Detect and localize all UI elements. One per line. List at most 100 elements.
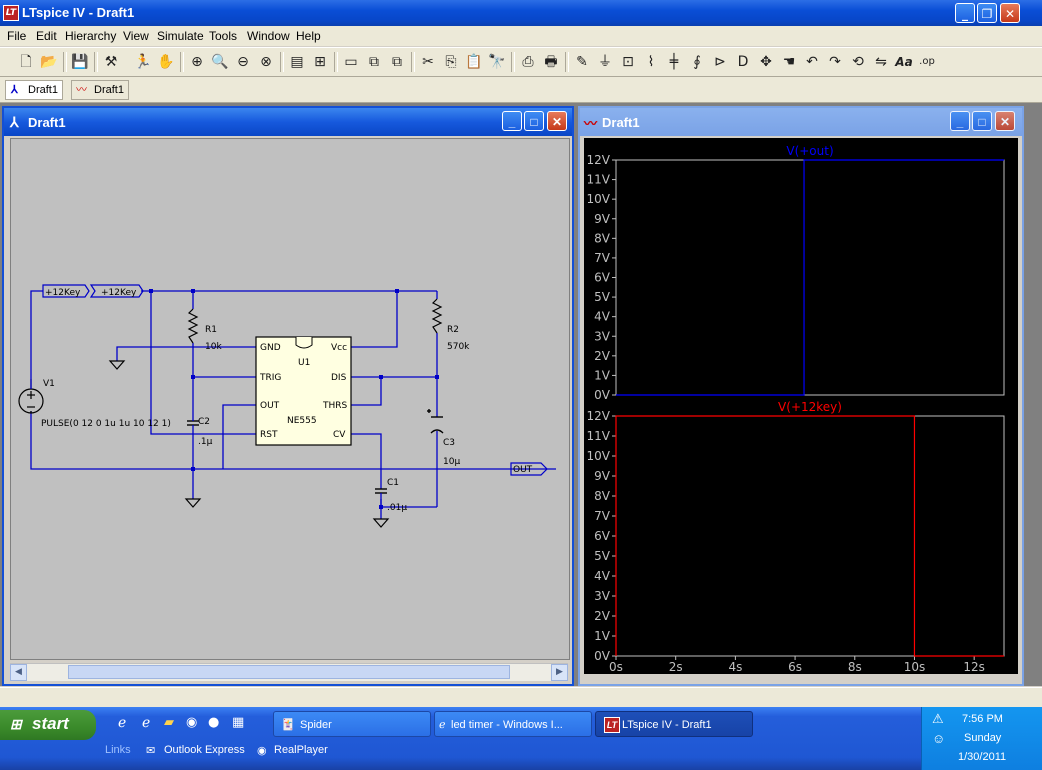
resistor-icon[interactable]: ⌇: [647, 54, 655, 70]
r2-value[interactable]: 570k: [447, 342, 470, 352]
scroll-left-icon[interactable]: ◀: [10, 664, 27, 681]
zoom-in-icon[interactable]: 🔍: [211, 54, 229, 70]
print-icon[interactable]: 🖶: [544, 54, 558, 70]
c3-value[interactable]: 10µ: [443, 457, 460, 467]
scroll-thumb[interactable]: [68, 665, 510, 679]
menu-tools[interactable]: Tools: [209, 29, 238, 43]
menu-edit[interactable]: Edit: [36, 29, 57, 43]
text-icon[interactable]: Aa: [895, 55, 913, 69]
drag-icon[interactable]: ☚: [782, 54, 796, 70]
y-tick-label: 4V: [594, 569, 611, 583]
menu-help[interactable]: Help: [296, 29, 321, 43]
inductor-icon[interactable]: ∮: [693, 54, 701, 70]
maximize-button[interactable]: □: [972, 111, 992, 131]
r1-value[interactable]: 10k: [205, 342, 222, 352]
menu-simulate[interactable]: Simulate: [157, 29, 204, 43]
close-button[interactable]: ✕: [547, 111, 567, 131]
minimize-button[interactable]: _: [502, 111, 522, 131]
diode-icon[interactable]: ⊳: [714, 54, 726, 70]
close-button[interactable]: ✕: [1000, 3, 1020, 23]
taskbar-button-led-timer[interactable]: ℯ led timer - Windows I...: [434, 711, 592, 737]
menu-view[interactable]: View: [123, 29, 149, 43]
c1-value[interactable]: .01µ: [387, 503, 407, 513]
menu-window[interactable]: Window: [247, 29, 290, 43]
ie-alt-icon[interactable]: ℯ: [142, 715, 151, 731]
close-button[interactable]: ✕: [995, 111, 1015, 131]
wire-icon[interactable]: ✎: [576, 54, 588, 70]
capacitor-c3[interactable]: [427, 409, 444, 434]
schematic-canvas[interactable]: +12Key +12Key OUT V1 PULSE(0 12 0 1u 1u …: [10, 138, 570, 660]
ie-icon[interactable]: ℯ: [118, 715, 127, 731]
waveform-window-title-bar[interactable]: 〰 Draft1 _ □ ✕: [580, 108, 1022, 136]
control-panel-icon[interactable]: ⚒: [104, 54, 118, 70]
mirror-icon[interactable]: ⇋: [875, 54, 887, 70]
zoom-fit-icon[interactable]: ⊗: [260, 54, 272, 70]
realplayer-icon[interactable]: ◉: [257, 745, 267, 757]
zoom-out-icon[interactable]: ⊖: [237, 54, 249, 70]
media-player-icon[interactable]: ◉: [186, 715, 198, 730]
real-icon[interactable]: ●: [208, 715, 220, 730]
ground-icon[interactable]: ⏚: [598, 54, 612, 70]
print-preview-icon[interactable]: ⎙: [522, 54, 534, 70]
maximize-button[interactable]: □: [524, 111, 544, 131]
cut-icon[interactable]: ✂: [422, 54, 434, 70]
autorange-icon[interactable]: ▤: [290, 54, 304, 70]
schematic-horizontal-scrollbar[interactable]: ◀ ▶: [10, 663, 568, 681]
taskbar-button-ltspice[interactable]: LT LTspice IV - Draft1: [595, 711, 753, 737]
net-label-12key[interactable]: +12Key: [45, 288, 81, 298]
resistor-r1[interactable]: [187, 308, 199, 344]
zoom-area-icon[interactable]: ⊕: [191, 54, 203, 70]
v1-value[interactable]: PULSE(0 12 0 1u 1u 10 12 1): [41, 419, 171, 429]
rotate-icon[interactable]: ⟲: [852, 54, 864, 70]
schematic-window-title-bar[interactable]: ⅄ Draft1 _ □ ✕: [4, 108, 572, 136]
tab-schematic[interactable]: ⅄ Draft1: [5, 80, 63, 100]
r1-ref: R1: [205, 325, 217, 335]
link-realplayer[interactable]: RealPlayer: [274, 744, 328, 756]
minimize-button[interactable]: _: [950, 111, 970, 131]
app-title-bar[interactable]: LT LTspice IV - Draft1 _ ❐ ✕: [0, 0, 1042, 26]
tile-vertical-icon[interactable]: ⧉: [392, 54, 402, 70]
folder-icon[interactable]: ▰: [164, 715, 174, 730]
outlook-express-icon[interactable]: ✉: [146, 745, 156, 757]
security-alert-icon[interactable]: ⚠: [932, 711, 944, 726]
open-icon[interactable]: 📂: [40, 54, 58, 70]
run-icon[interactable]: 🏃: [134, 54, 152, 70]
net-label-out[interactable]: OUT: [513, 465, 533, 475]
menu-hierarchy[interactable]: Hierarchy: [65, 29, 117, 43]
capacitor-icon[interactable]: ╪: [669, 54, 679, 70]
cascade-icon[interactable]: ⧉: [369, 54, 379, 70]
move-icon[interactable]: ✥: [760, 54, 772, 70]
undo-icon[interactable]: ↶: [806, 54, 818, 70]
resistor-r2[interactable]: [431, 298, 443, 334]
ic-ne555[interactable]: [255, 336, 352, 446]
grid-icon[interactable]: ⊞: [314, 54, 326, 70]
copy-icon[interactable]: ⎘: [445, 54, 457, 70]
link-outlook-express[interactable]: Outlook Express: [164, 744, 245, 756]
find-icon[interactable]: 🔭: [488, 54, 506, 70]
network-user-icon[interactable]: ☺: [932, 731, 946, 746]
tile-horizontal-icon[interactable]: ▭: [344, 54, 358, 70]
start-button[interactable]: ⊞ start: [0, 710, 96, 740]
schematic-drawing: +12Key +12Key OUT V1 PULSE(0 12 0 1u 1u …: [18, 284, 556, 528]
c2-value[interactable]: .1µ: [198, 437, 213, 447]
save-icon[interactable]: 💾: [71, 54, 89, 70]
paint-icon[interactable]: ▦: [232, 715, 245, 730]
spice-directive-icon[interactable]: .op: [919, 56, 935, 67]
net-label-12key[interactable]: +12Key: [101, 288, 137, 298]
halt-icon[interactable]: ✋: [157, 54, 175, 70]
clock-time[interactable]: 7:56 PM: [962, 713, 1003, 725]
tab-waveform[interactable]: 〰 Draft1: [71, 80, 129, 100]
scroll-right-icon[interactable]: ▶: [551, 664, 568, 681]
label-net-icon[interactable]: ⊡: [622, 54, 634, 70]
paste-icon[interactable]: 📋: [465, 54, 483, 70]
restore-button[interactable]: ❐: [977, 3, 997, 23]
minimize-button[interactable]: _: [955, 3, 975, 23]
taskbar-button-spider[interactable]: 🃏 Spider: [273, 711, 431, 737]
new-schematic-icon[interactable]: 🗋: [20, 54, 32, 70]
component-icon[interactable]: ᗞ: [737, 54, 749, 70]
menu-file[interactable]: File: [7, 29, 27, 43]
pin-trig: TRIG: [259, 373, 281, 383]
redo-icon[interactable]: ↷: [829, 54, 841, 70]
capacitor-c1[interactable]: [375, 488, 387, 494]
